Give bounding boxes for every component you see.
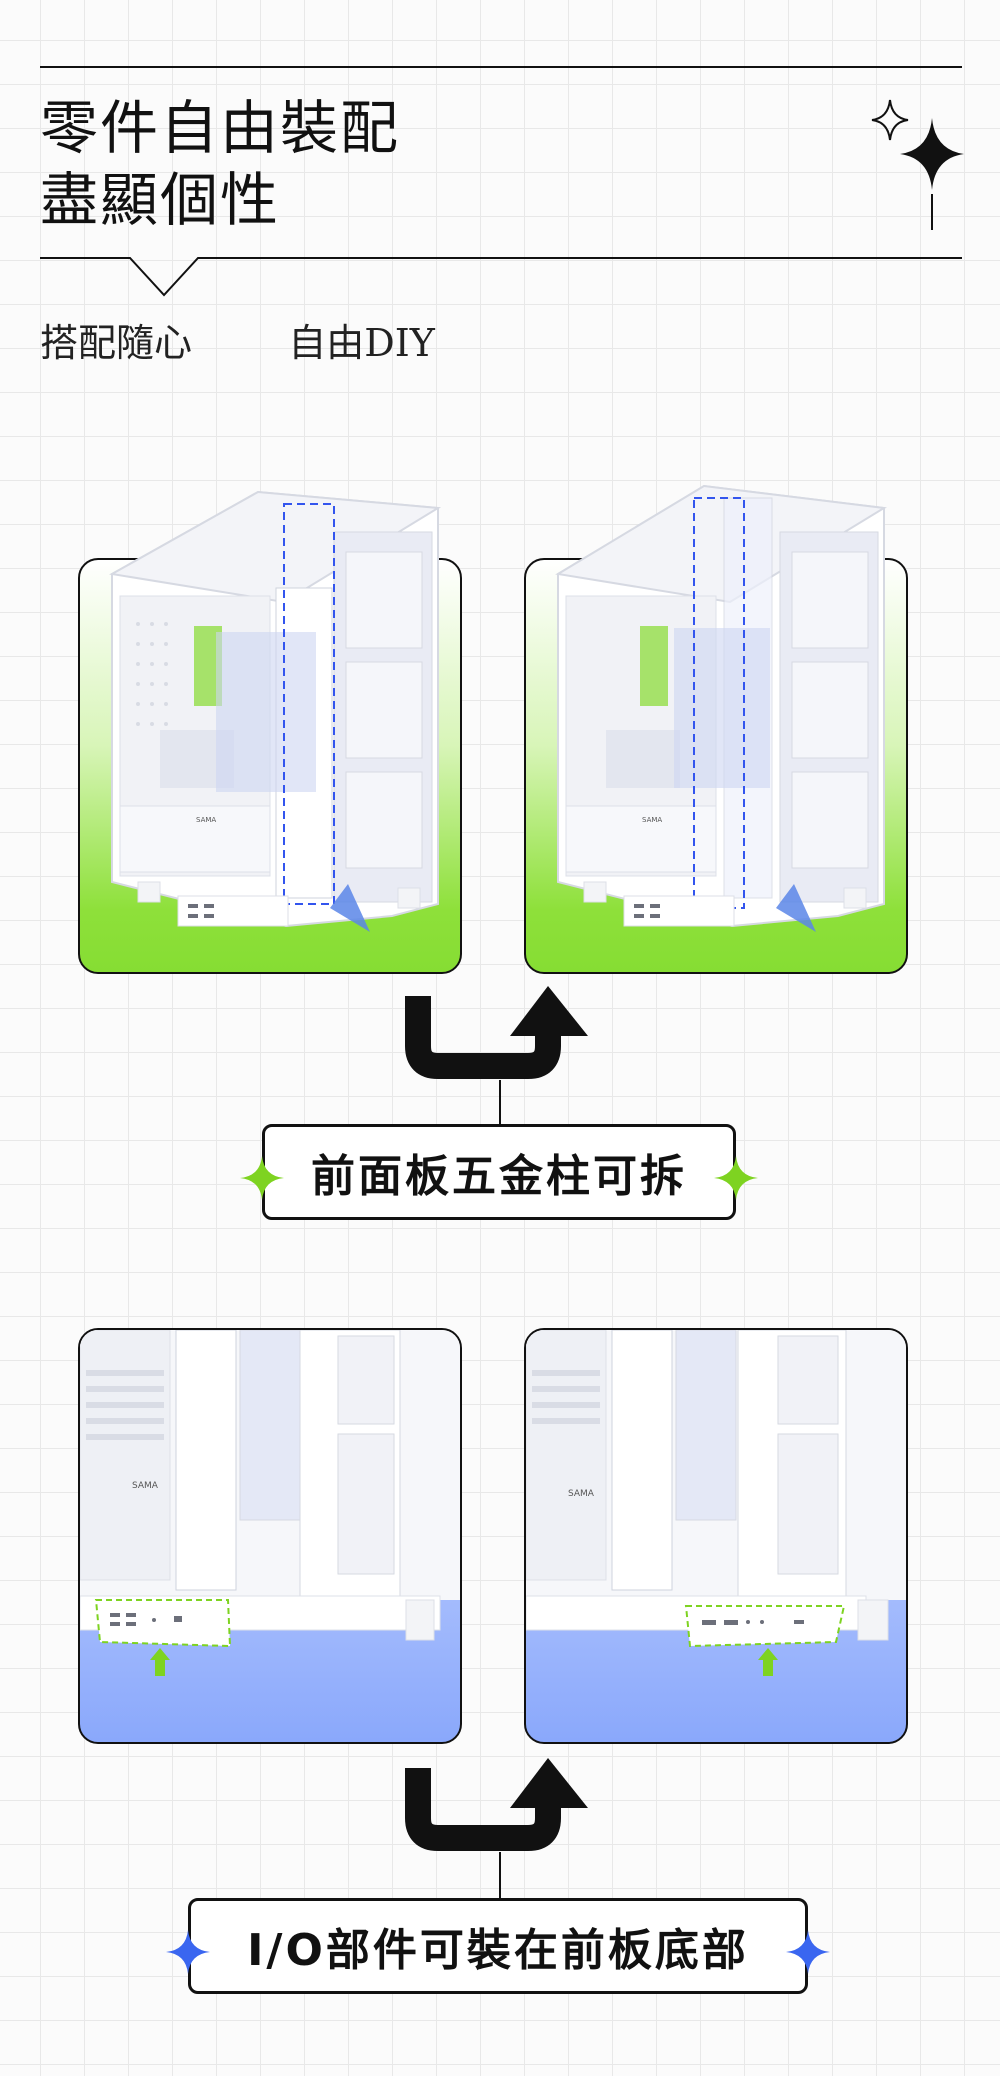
top-rule [40,66,962,68]
highlight-io-ports [94,1599,232,1648]
curved-arrow-icon [405,986,588,1126]
push-arrow-icon [776,884,816,932]
push-arrow-icon [330,884,370,932]
title-line-1: 零件自由裝配 [40,94,401,162]
page-title: 零件自由裝配 盡顯個性 [40,92,400,236]
curved-arrow-icon [405,1758,588,1900]
up-arrow-icon [758,1648,778,1676]
page-subtitle: 搭配隨心 自由DIY [40,321,435,365]
pc-case-closeup-image: SAMA [526,1330,906,1676]
sparkle-green-icon [714,1156,758,1200]
highlight-io-ports [684,1605,846,1648]
case-brand-label: SAMA [568,1489,595,1499]
up-arrow-icon [150,1648,170,1676]
feature-label-io-bottom: I/O部件可裝在前板底部 [188,1898,808,1994]
highlight-front-pillar [283,503,335,905]
sparkle-green-icon [240,1156,284,1200]
sparkle-blue-icon [166,1930,210,1974]
header-rule-notch [40,257,962,297]
feature-label-text: I/O部件可裝在前板底部 [247,1925,749,1976]
pc-case-image: SAMA [555,484,887,932]
feature-label-front-pillar: 前面板五金柱可拆 [262,1124,736,1220]
feature-label-text: 前面板五金柱可拆 [311,1151,687,1202]
case-brand-label: SAMA [642,816,662,824]
title-line-2: 盡顯個性 [40,166,281,234]
sparkle-blue-icon [786,1930,830,1974]
sparkle-star-icon [871,99,964,230]
pc-case-closeup-image: SAMA [80,1330,460,1676]
case-brand-label: SAMA [132,1481,159,1491]
io-panel-after: SAMA [524,1328,908,1744]
io-panel-before: SAMA [78,1328,462,1744]
pc-case-image: SAMA [109,490,442,932]
case-brand-label: SAMA [196,816,216,824]
